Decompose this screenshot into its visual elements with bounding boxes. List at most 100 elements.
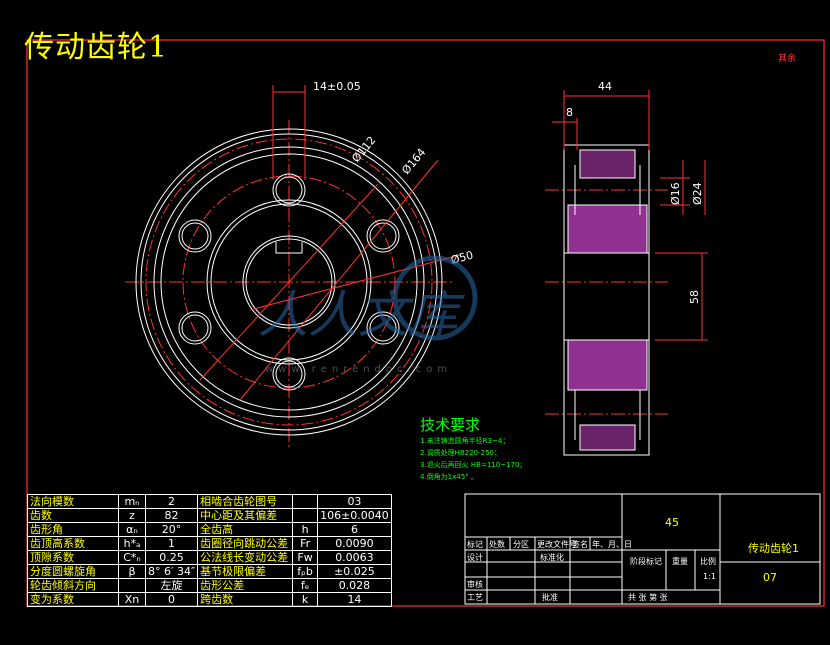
param-value2: 6 (317, 522, 392, 537)
design-label: 设计 (467, 553, 483, 562)
param-label2: 基节极限偏差 (197, 564, 294, 579)
param-symbol2: fₑ (292, 578, 319, 593)
tip-circle (140, 133, 438, 431)
svg-text:人人文库: 人人文库 (258, 286, 465, 344)
param-value2: 106±0.0040 (317, 508, 392, 523)
param-label2: 齿圈径向跳动公差 (197, 536, 294, 551)
param-symbol2: Fw (292, 550, 319, 565)
param-label2: 公法线长变动公差 (197, 550, 294, 565)
param-value: 82 (144, 508, 199, 523)
param-symbol2: Fr (292, 536, 319, 551)
section-view (545, 90, 708, 456)
param-value2: ±0.025 (317, 564, 392, 579)
rev-date: 年、月、日 (592, 540, 632, 549)
dim-hub-height: 58 (688, 290, 701, 304)
param-value: 1 (144, 536, 199, 551)
param-label2: 相啮合齿轮图号 (197, 494, 294, 509)
param-value: 2 (144, 494, 199, 509)
param-value2: 0.028 (317, 578, 392, 593)
watermark: 人人文库 www.renrendoc.com (258, 255, 478, 375)
roughness-mark: 其余 (778, 54, 797, 64)
svg-text:www.renrendoc.com: www.renrendoc.com (265, 364, 452, 375)
param-symbol2: fₚb (292, 564, 319, 579)
param-symbol2: h (292, 522, 319, 537)
param-label: 顶隙系数 (27, 550, 119, 565)
dim-width: 14±0.05 (313, 80, 361, 93)
param-symbol: αₙ (118, 522, 146, 537)
param-value: 20° (144, 522, 199, 537)
param-label: 变为系数 (27, 592, 119, 607)
param-label2: 中心距及其偏差 (197, 508, 294, 523)
param-value: 0 (144, 592, 199, 607)
tech-item: 4.倒角为1x45° 。 (420, 473, 478, 481)
tech-item: 3.退火后再回火 HB=110~170； (420, 461, 527, 469)
title-block-frame (464, 493, 821, 605)
hub-chamfer (210, 203, 368, 361)
dim-bore-large: Ø24 (691, 182, 704, 205)
param-value: 左旋 (144, 578, 199, 593)
param-symbol (118, 578, 146, 593)
param-value: 8° 6′ 34″ (144, 564, 199, 579)
tech-item: 2.调质处理HB220-250； (420, 449, 501, 457)
hatch-areas (567, 149, 648, 451)
rev-count: 处数 (489, 540, 505, 549)
param-symbol: β (118, 564, 146, 579)
param-value2: 0.0090 (317, 536, 392, 551)
param-label: 法向模数 (27, 494, 119, 509)
param-label: 齿顶高系数 (27, 536, 119, 551)
scale-value: 1:1 (703, 572, 716, 581)
pitch-circle-teeth (145, 138, 433, 426)
drawing-border (26, 39, 825, 607)
standard-label: 标准化 (540, 553, 564, 562)
tech-item: 1.未注铸造圆角半径R3~4； (420, 437, 510, 445)
rev-file: 更改文件号 (537, 540, 577, 549)
review-label: 审核 (467, 580, 483, 589)
part-name: 传动齿轮1 (748, 542, 799, 555)
scale-label: 比例 (700, 557, 716, 566)
param-symbol: z (118, 508, 146, 523)
dim-outer: Ø164 (399, 146, 428, 177)
param-label: 齿数 (27, 508, 119, 523)
rev-mark: 标记 (467, 540, 483, 549)
dim-bore-small: Ø16 (669, 182, 682, 205)
tech-requirements: 技术要求 1.未注铸造圆角半径R3~4； 2.调质处理HB220-250； 3.… (420, 414, 526, 483)
param-value2: 14 (317, 592, 392, 607)
param-symbol2: k (292, 592, 319, 607)
drawing-number: 07 (763, 571, 777, 584)
dim-chamfer: 8 (566, 106, 573, 119)
param-label2: 齿形公差 (197, 578, 294, 593)
leader-pitch (199, 183, 379, 381)
stage-label: 阶段标记 (630, 557, 662, 566)
bore-circle (242, 235, 336, 329)
tech-heading: 技术要求 (420, 416, 481, 434)
hub-outer (206, 199, 372, 365)
param-value2: 0.0063 (317, 550, 392, 565)
param-symbol2 (292, 508, 319, 523)
section-outline (563, 144, 650, 456)
param-symbol2 (292, 494, 319, 509)
param-label: 分度圆螺旋角 (27, 564, 119, 579)
rev-zone: 分区 (513, 540, 529, 549)
approve-label: 批准 (542, 593, 558, 602)
param-symbol: C*ₙ (118, 550, 146, 565)
param-label2: 全齿高 (197, 522, 294, 537)
leader-hub (249, 254, 461, 311)
rim-inner (160, 153, 418, 411)
process-label: 工艺 (467, 593, 483, 602)
root-circle (153, 146, 425, 418)
bore-chamfer (245, 238, 333, 326)
outer-circle (135, 128, 443, 436)
param-symbol: mₙ (118, 494, 146, 509)
material: 45 (665, 516, 679, 529)
lightening-holes (178, 173, 400, 391)
param-value2: 03 (317, 494, 392, 509)
